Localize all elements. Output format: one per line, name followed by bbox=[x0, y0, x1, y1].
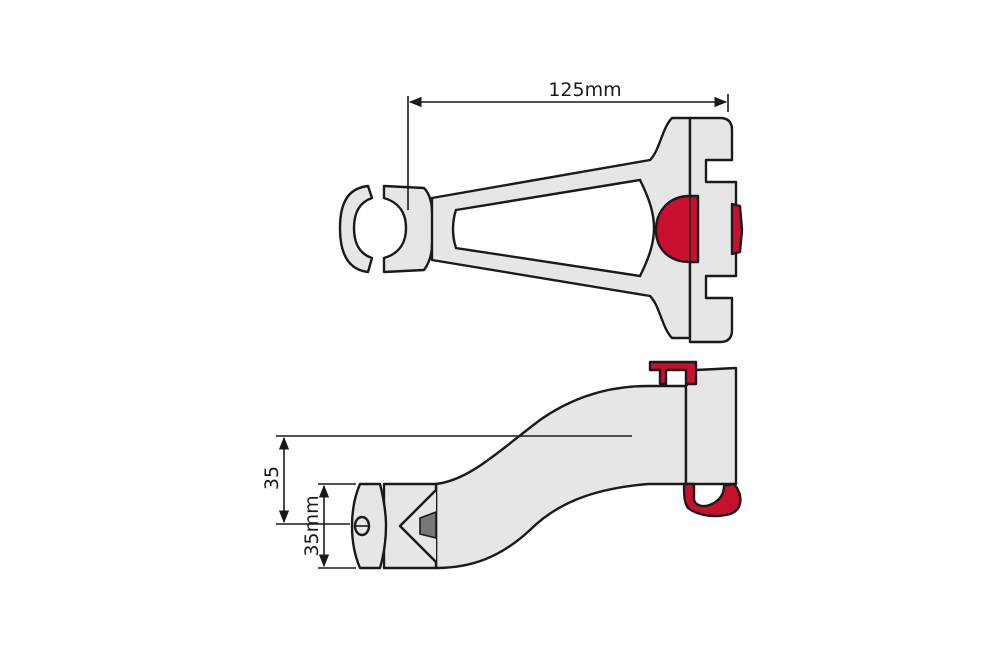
clamp-diameter-dimension: 35mm bbox=[301, 483, 356, 569]
top-view-bracket bbox=[338, 116, 744, 344]
offset-dim-label: 35 bbox=[261, 466, 283, 490]
clamp-dim-label: 35mm bbox=[301, 495, 323, 556]
side-clamp-screw bbox=[419, 510, 437, 540]
side-mount-plate bbox=[684, 366, 738, 486]
top-arm-cutout bbox=[451, 178, 656, 278]
top-red-tab bbox=[730, 202, 744, 256]
side-arm-body bbox=[434, 384, 688, 570]
width-dimension: 125mm bbox=[407, 79, 729, 210]
width-dim-label: 125mm bbox=[548, 79, 621, 101]
side-view-bracket bbox=[350, 360, 742, 570]
side-clamp-notch bbox=[398, 489, 437, 563]
top-mount-plate bbox=[688, 116, 738, 344]
side-red-bottom-hook bbox=[682, 482, 742, 518]
height-offset-dimension: 35 bbox=[261, 435, 632, 525]
side-red-top-latch bbox=[648, 360, 698, 386]
top-clamp-left-half bbox=[338, 184, 374, 274]
